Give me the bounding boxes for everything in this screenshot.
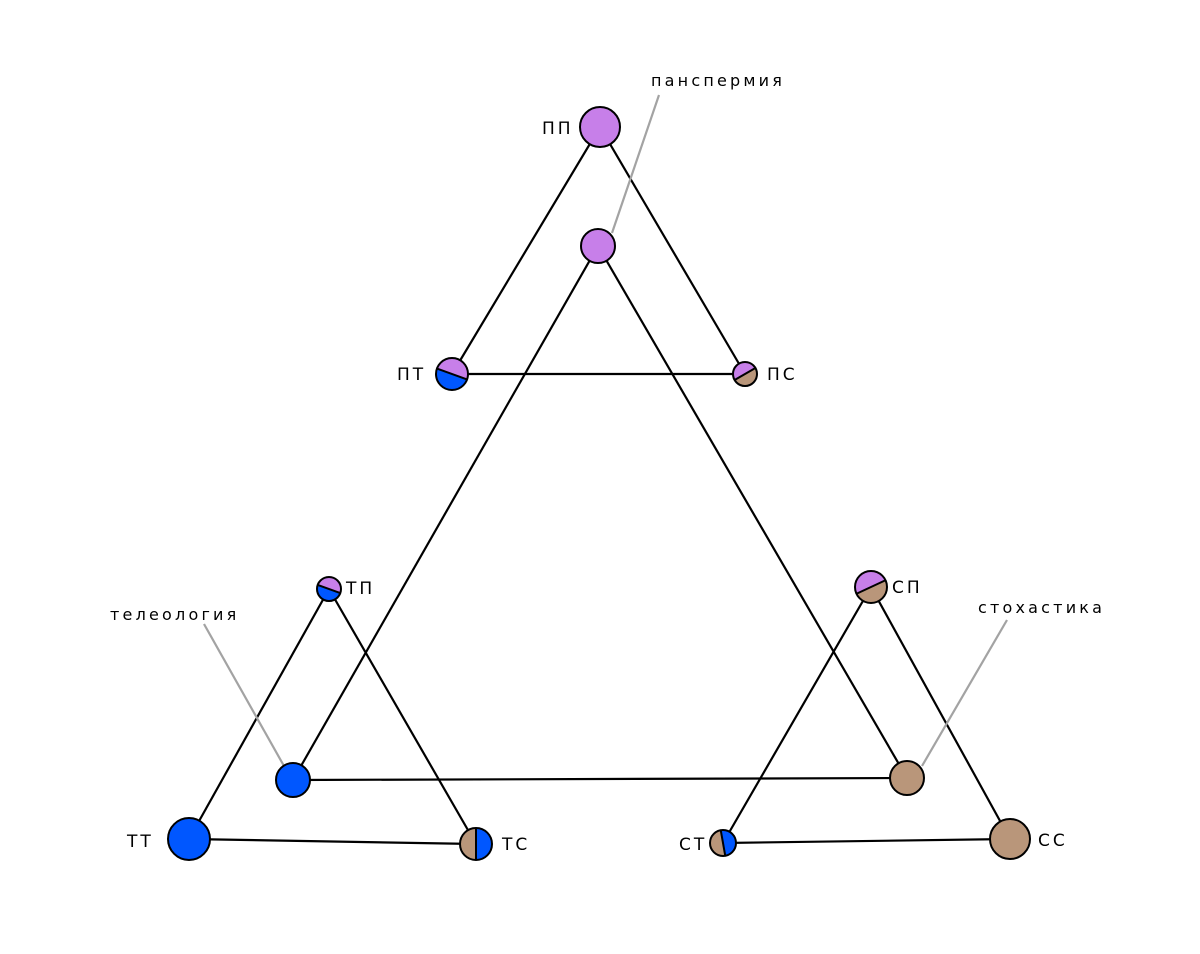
panspermia-leader [610,94,661,234]
edge-sp-st [722,586,872,844]
annotation-panspermia: панспермия [651,71,785,90]
edge-tp-tt [188,588,330,840]
node-label-ss: СС [1038,831,1068,851]
edge-st-ss [722,837,1011,845]
node-label-ts: ТС [501,835,530,855]
node-label-pp: ПП [542,119,574,139]
edge-cp-cs [597,245,908,779]
nodes-layer [167,106,1031,861]
edge-cp-ct [292,245,599,781]
edge-tp-ts [328,588,477,845]
node-ss [989,818,1031,860]
node-cs [889,760,925,796]
annotation-teleology: телеология [110,605,239,624]
edge-tt-ts [188,837,477,846]
node-cp [580,228,616,264]
edge-pp-pt [451,126,601,375]
node-label-pt: ПТ [397,365,426,385]
edges-layer [188,126,1011,846]
node-label-st: СТ [679,835,707,855]
node-label-tp: ТП [345,579,375,599]
node-ps [732,361,758,387]
stochastics-leader [921,619,1008,767]
teleology-leader [203,623,285,767]
node-tp [316,576,342,602]
node-pp [579,106,621,148]
node-tt [167,817,211,861]
node-label-tt: ТТ [126,832,154,852]
node-sp [854,570,888,604]
node-pt [435,357,469,391]
node-ts [459,827,493,861]
node-ct [275,762,311,798]
node-st [709,829,737,857]
edge-ct-cs [292,776,908,782]
edge-sp-ss [870,586,1011,840]
annotation-stochastics: стохастика [978,598,1105,617]
node-label-sp: СП [892,578,923,598]
node-label-ps: ПС [767,365,798,385]
edge-pp-ps [599,126,746,375]
